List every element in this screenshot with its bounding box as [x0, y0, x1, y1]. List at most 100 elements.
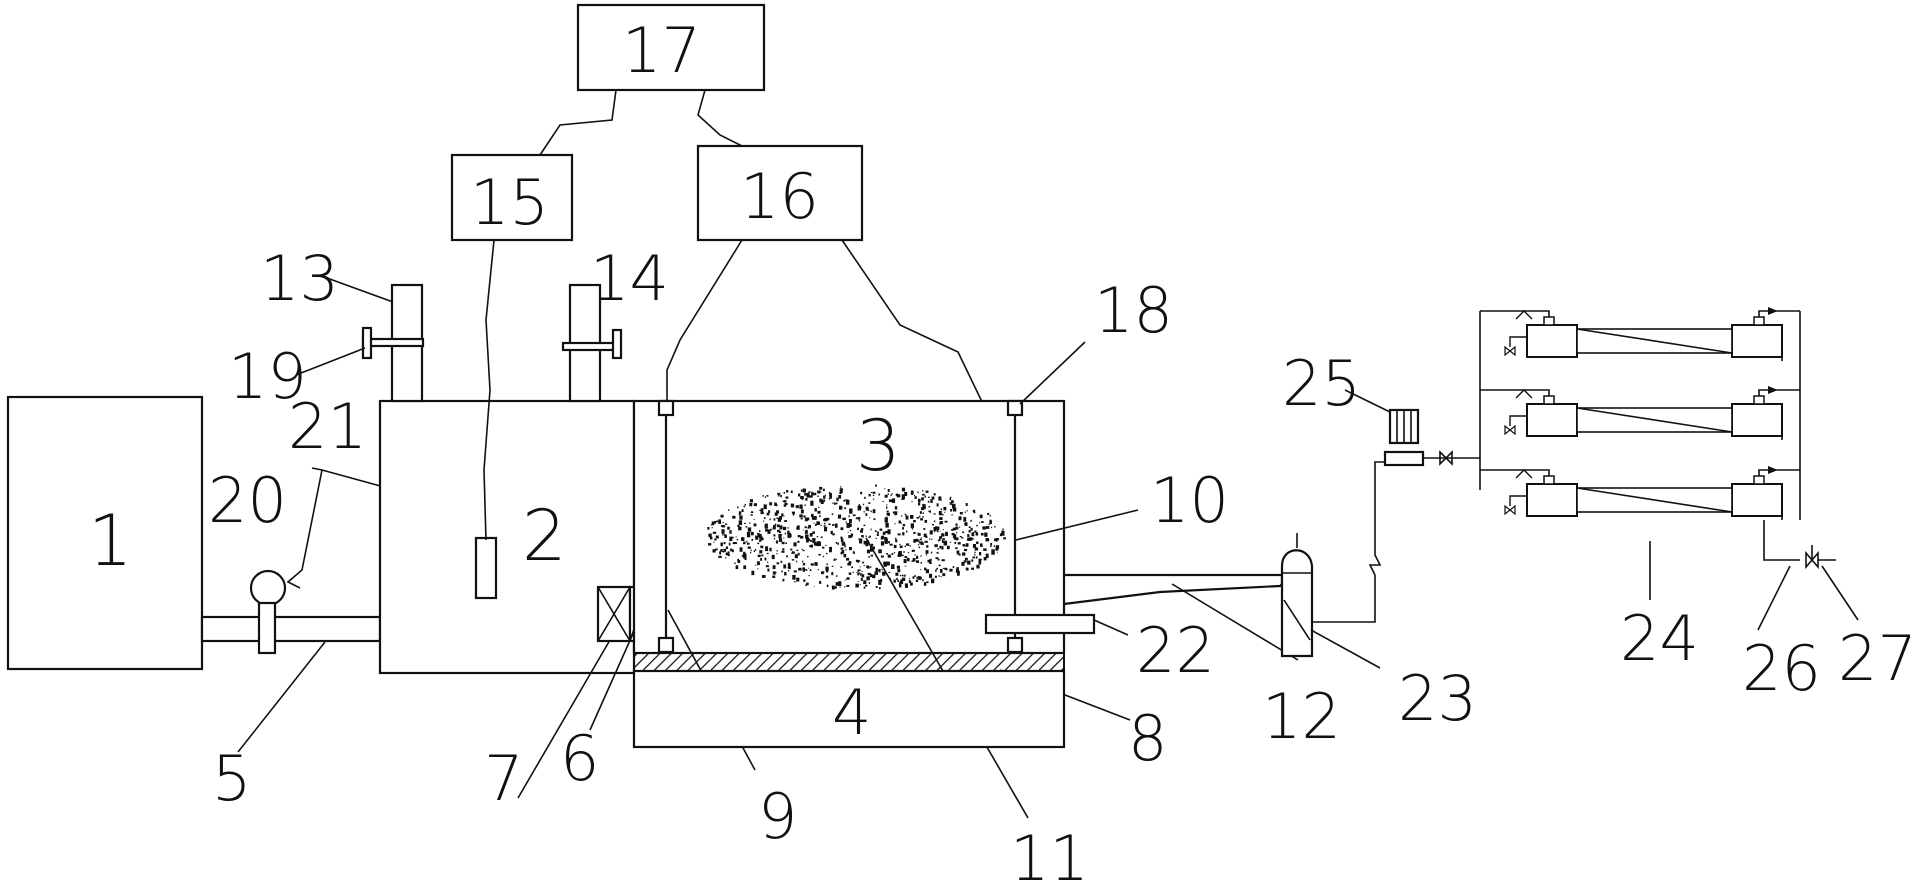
- particle: [958, 516, 962, 521]
- particle: [908, 578, 910, 580]
- particle: [833, 533, 835, 535]
- particle: [741, 554, 745, 557]
- particle: [857, 572, 861, 575]
- leader-12: [1171, 583, 1299, 661]
- particle: [811, 492, 815, 496]
- particle: [899, 543, 901, 545]
- particle: [828, 523, 831, 526]
- particle: [976, 556, 978, 559]
- particle: [922, 516, 924, 518]
- particle: [873, 518, 876, 521]
- particle: [781, 534, 783, 536]
- particle: [904, 556, 908, 559]
- particle: [811, 513, 814, 518]
- particle: [750, 551, 752, 554]
- particle: [774, 503, 777, 506]
- particle: [869, 574, 872, 578]
- flow-arrow: [1768, 307, 1778, 315]
- flow-arrow: [1768, 386, 1778, 394]
- particle: [921, 537, 923, 538]
- particle: [955, 547, 958, 550]
- particle: [728, 542, 731, 546]
- particle: [989, 515, 991, 517]
- particle: [971, 559, 974, 562]
- particle: [759, 530, 761, 532]
- particle: [727, 509, 730, 511]
- particle: [708, 533, 712, 538]
- particle: [974, 547, 979, 551]
- particle: [941, 539, 944, 542]
- particle: [1001, 530, 1005, 536]
- particle: [735, 565, 739, 570]
- particle: [942, 573, 946, 576]
- particle: [930, 499, 933, 503]
- particle: [843, 553, 847, 558]
- particle: [949, 498, 951, 501]
- particle: [725, 557, 727, 559]
- particle: [978, 558, 982, 562]
- particle: [944, 567, 948, 570]
- particle: [987, 512, 990, 515]
- particle: [743, 505, 745, 508]
- particle: [776, 553, 778, 555]
- particle: [723, 542, 726, 545]
- particle: [935, 526, 937, 528]
- label-1: 1: [88, 500, 133, 582]
- particle: [817, 495, 819, 497]
- particle: [952, 507, 957, 512]
- particle: [841, 550, 845, 554]
- particle: [908, 580, 912, 583]
- particle: [963, 560, 967, 563]
- particle: [767, 568, 770, 572]
- particle: [919, 511, 922, 514]
- particle: [900, 580, 904, 584]
- particle: [914, 496, 917, 499]
- particle: [902, 577, 906, 581]
- particle: [778, 531, 782, 534]
- particle: [826, 584, 829, 587]
- particle: [786, 555, 788, 558]
- particle: [878, 568, 881, 573]
- particle: [722, 522, 724, 524]
- particle: [972, 544, 977, 548]
- particle: [863, 580, 867, 585]
- cable-17-16: [697, 89, 743, 147]
- particle: [988, 523, 990, 525]
- particle: [824, 494, 826, 497]
- particle: [747, 546, 751, 549]
- particle: [772, 565, 776, 570]
- particle: [868, 493, 871, 497]
- particle: [941, 540, 945, 543]
- particle: [824, 499, 826, 502]
- particle: [976, 524, 978, 527]
- particle: [826, 563, 828, 566]
- particle: [868, 536, 870, 539]
- particle: [881, 569, 883, 571]
- particle: [810, 500, 814, 506]
- particle: [891, 493, 893, 495]
- particle: [800, 535, 804, 539]
- drain-valve: [1504, 504, 1516, 516]
- particle: [845, 549, 847, 551]
- particle: [930, 538, 933, 540]
- particle: [747, 527, 752, 532]
- particle: [781, 541, 785, 545]
- particle: [922, 512, 924, 515]
- particle: [923, 533, 927, 538]
- particle: [872, 494, 875, 497]
- particle: [897, 568, 901, 573]
- particle: [778, 534, 782, 539]
- particle: [814, 492, 817, 496]
- particle: [725, 523, 728, 525]
- particle: [818, 543, 821, 546]
- particle: [814, 562, 818, 566]
- particle: [930, 551, 933, 554]
- particle: [966, 510, 968, 512]
- particle: [872, 491, 876, 494]
- particle: [802, 560, 804, 563]
- label-18: 18: [1094, 274, 1173, 347]
- particle: [809, 569, 812, 572]
- particle: [892, 498, 896, 503]
- particle: [821, 571, 824, 575]
- particle: [965, 543, 969, 547]
